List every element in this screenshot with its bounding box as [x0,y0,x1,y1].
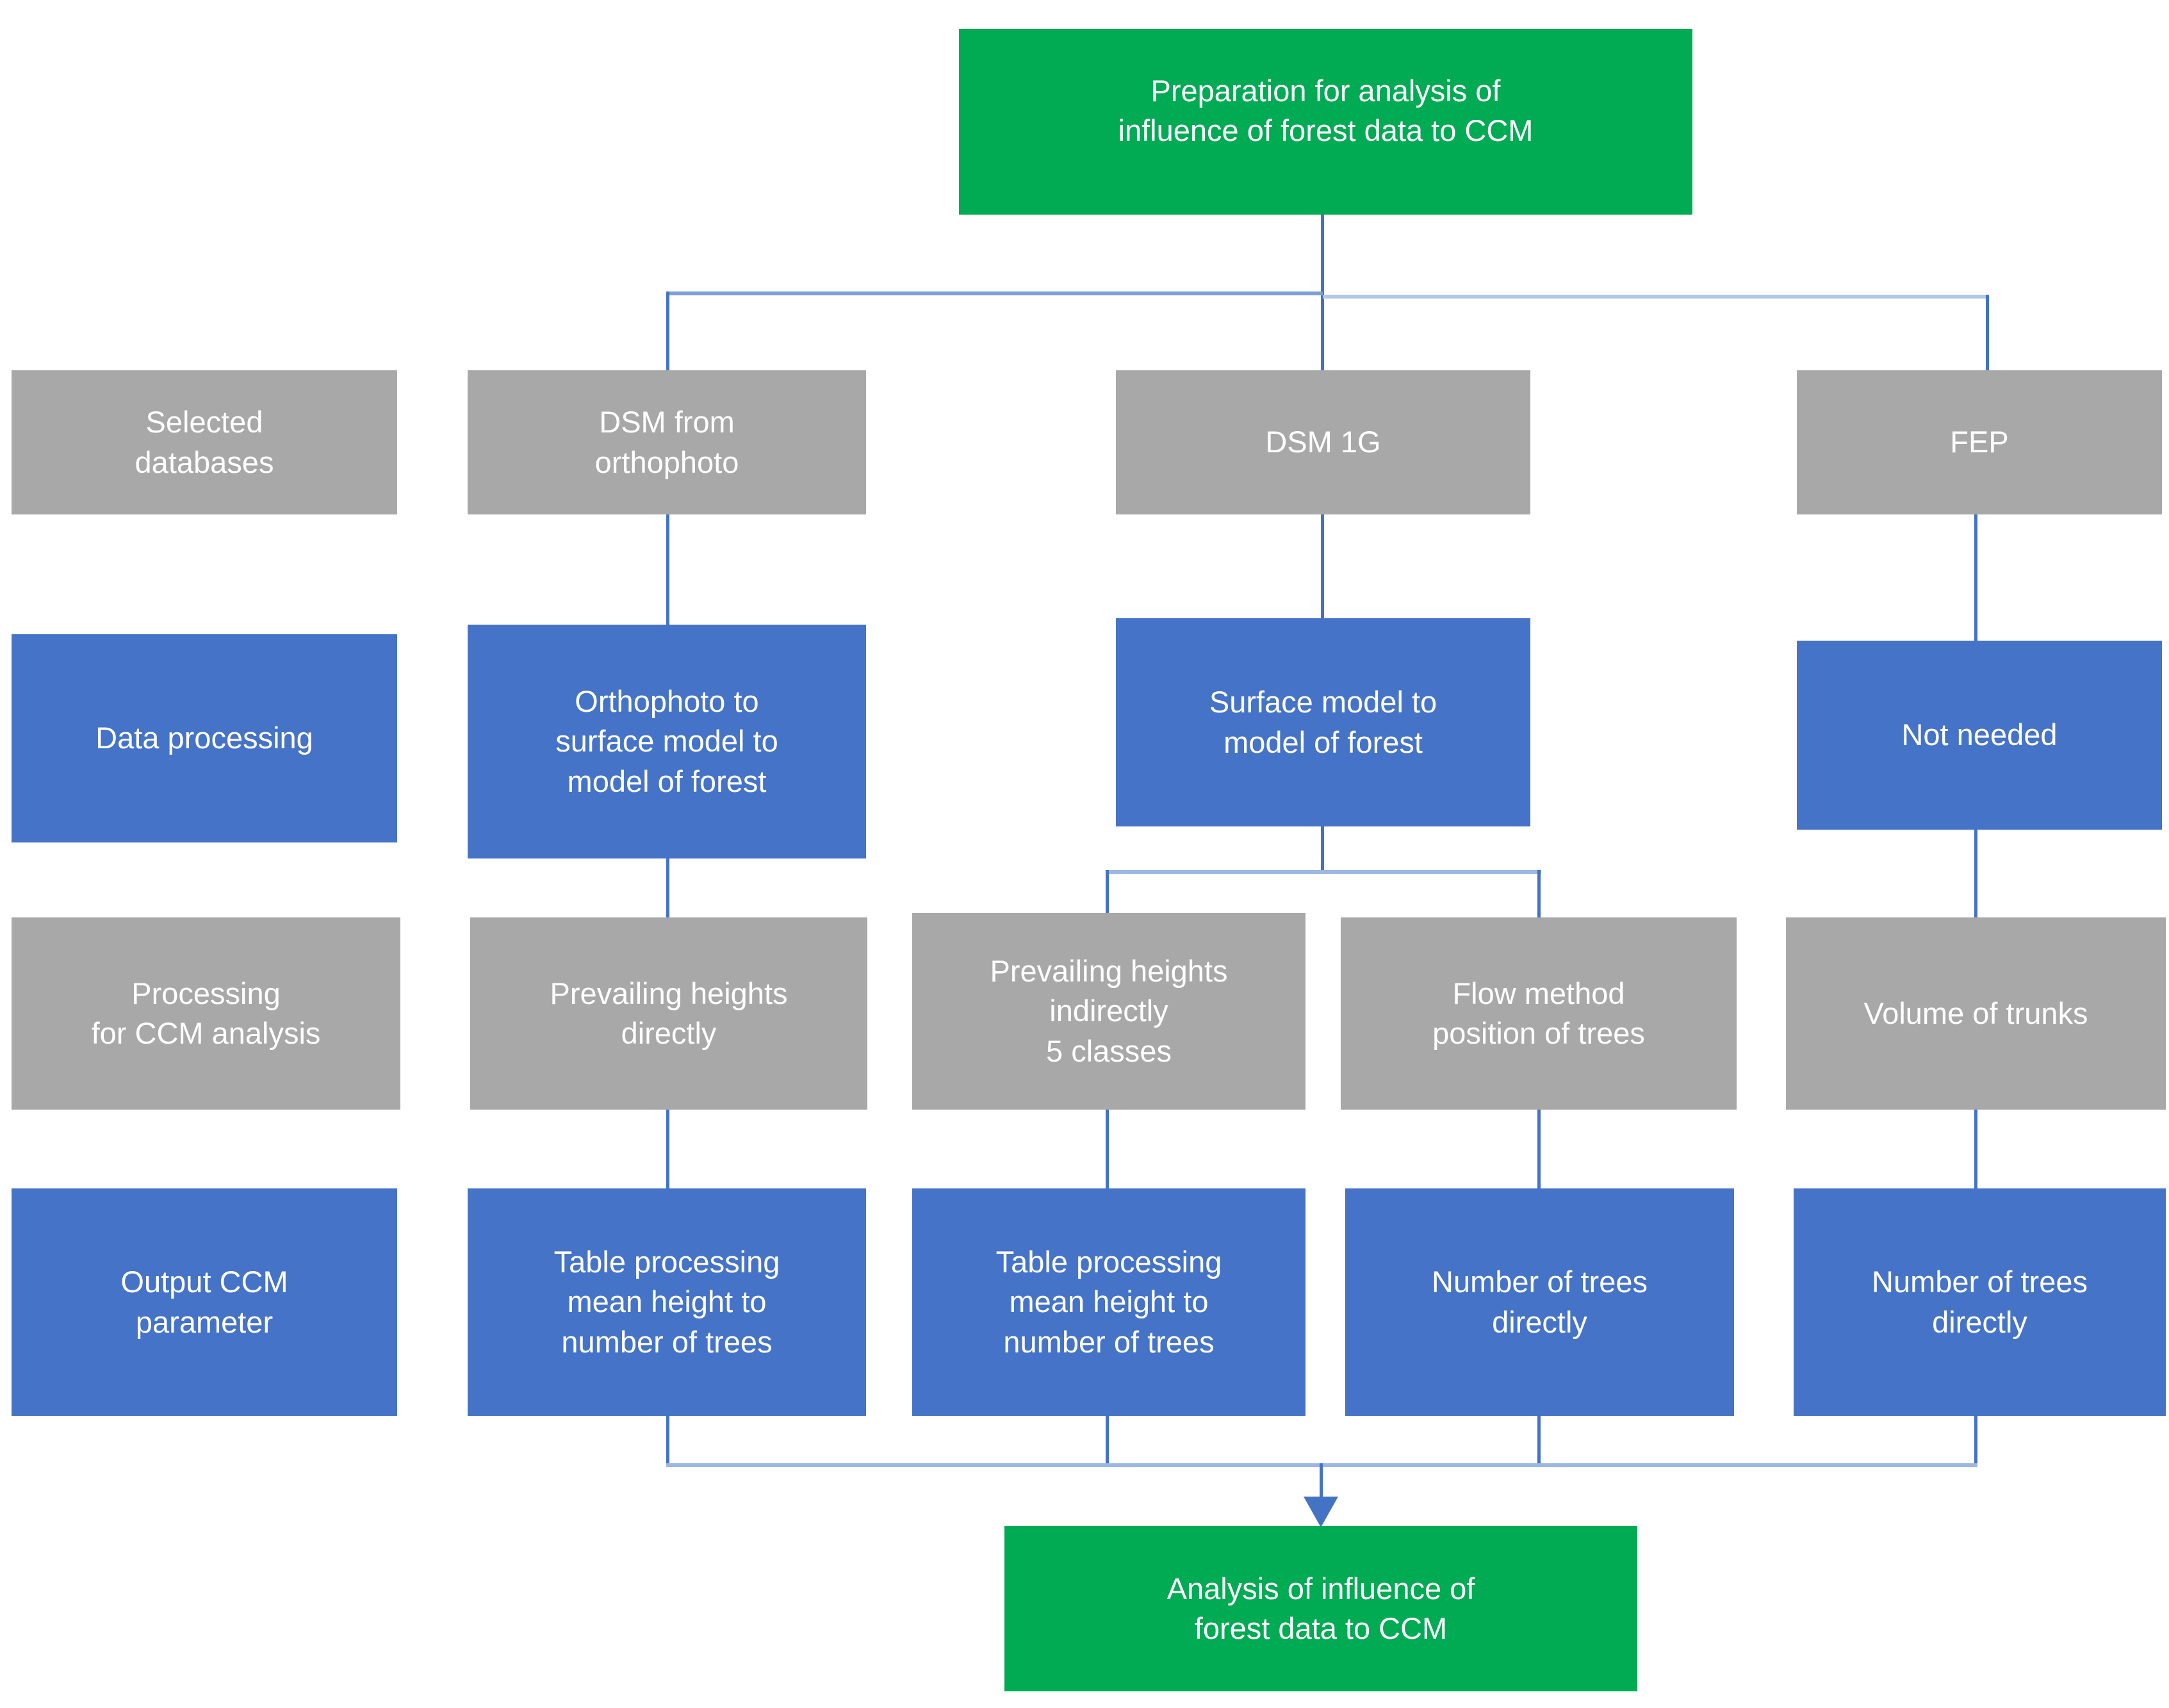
connector-b2-2 [1537,1110,1541,1188]
node-table-processing-dsm1g: Table processing mean height to number o… [912,1188,1305,1416]
connector-end-stem [1320,1463,1323,1503]
connector-b2-3 [1537,1416,1541,1467]
connector-c-4 [1974,1416,1977,1467]
connector-c-3 [1974,1110,1977,1188]
connector-branch-left [666,292,1323,295]
node-prevailing-heights-indirectly: Prevailing heights indirectly 5 classes [912,913,1305,1110]
node-fep: FEP [1797,370,2162,514]
node-prevailing-heights-directly: Prevailing heights directly [470,917,867,1110]
connector-c-1 [1974,514,1977,641]
node-analysis-end: Analysis of influence of forest data to … [1004,1526,1637,1691]
node-dsm-1g: DSM 1G [1116,370,1530,514]
node-preparation-start: Preparation for analysis of influence of… [959,29,1692,215]
connector-branch-right [1323,295,1989,299]
connector-b-split [1106,870,1541,874]
connector-c-2 [1974,830,1977,917]
row-label-data-processing: Data processing [12,634,397,842]
row-label-output-ccm-parameter: Output CCM parameter [12,1188,397,1416]
connector-a-4 [666,1416,669,1467]
node-dsm-from-orthophoto: DSM from orthophoto [468,370,866,514]
connector-b1-3 [1106,1416,1109,1467]
node-not-needed: Not needed [1797,641,2162,830]
row-label-selected-databases: Selected databases [12,370,397,514]
connector-b-1 [1321,514,1324,618]
node-table-processing-orthophoto: Table processing mean height to number o… [468,1188,866,1416]
node-orthophoto-to-surface-model: Orthophoto to surface model to model of … [468,625,866,858]
connector-b2-drop [1537,870,1541,917]
connector-a-3 [666,1110,669,1188]
node-flow-method-position-of-trees: Flow method position of trees [1341,917,1737,1110]
node-volume-of-trunks: Volume of trunks [1786,917,2166,1110]
connector-drop-fep [1986,295,1989,370]
connector-a-2 [666,858,669,919]
row-label-processing-for-ccm: Processing for CCM analysis [12,917,400,1110]
node-number-of-trees-dsm1g: Number of trees directly [1345,1188,1734,1416]
connector-a-1 [666,514,669,625]
node-surface-model-to-forest-model: Surface model to model of forest [1116,618,1530,826]
node-number-of-trees-fep: Number of trees directly [1794,1188,2166,1416]
connector-b1-drop [1106,870,1109,917]
connector-b-split-stem [1321,826,1324,873]
arrow-down-icon [1304,1497,1338,1527]
connector-b1-2 [1106,1110,1109,1188]
connector-drop-orthophoto [666,292,669,370]
